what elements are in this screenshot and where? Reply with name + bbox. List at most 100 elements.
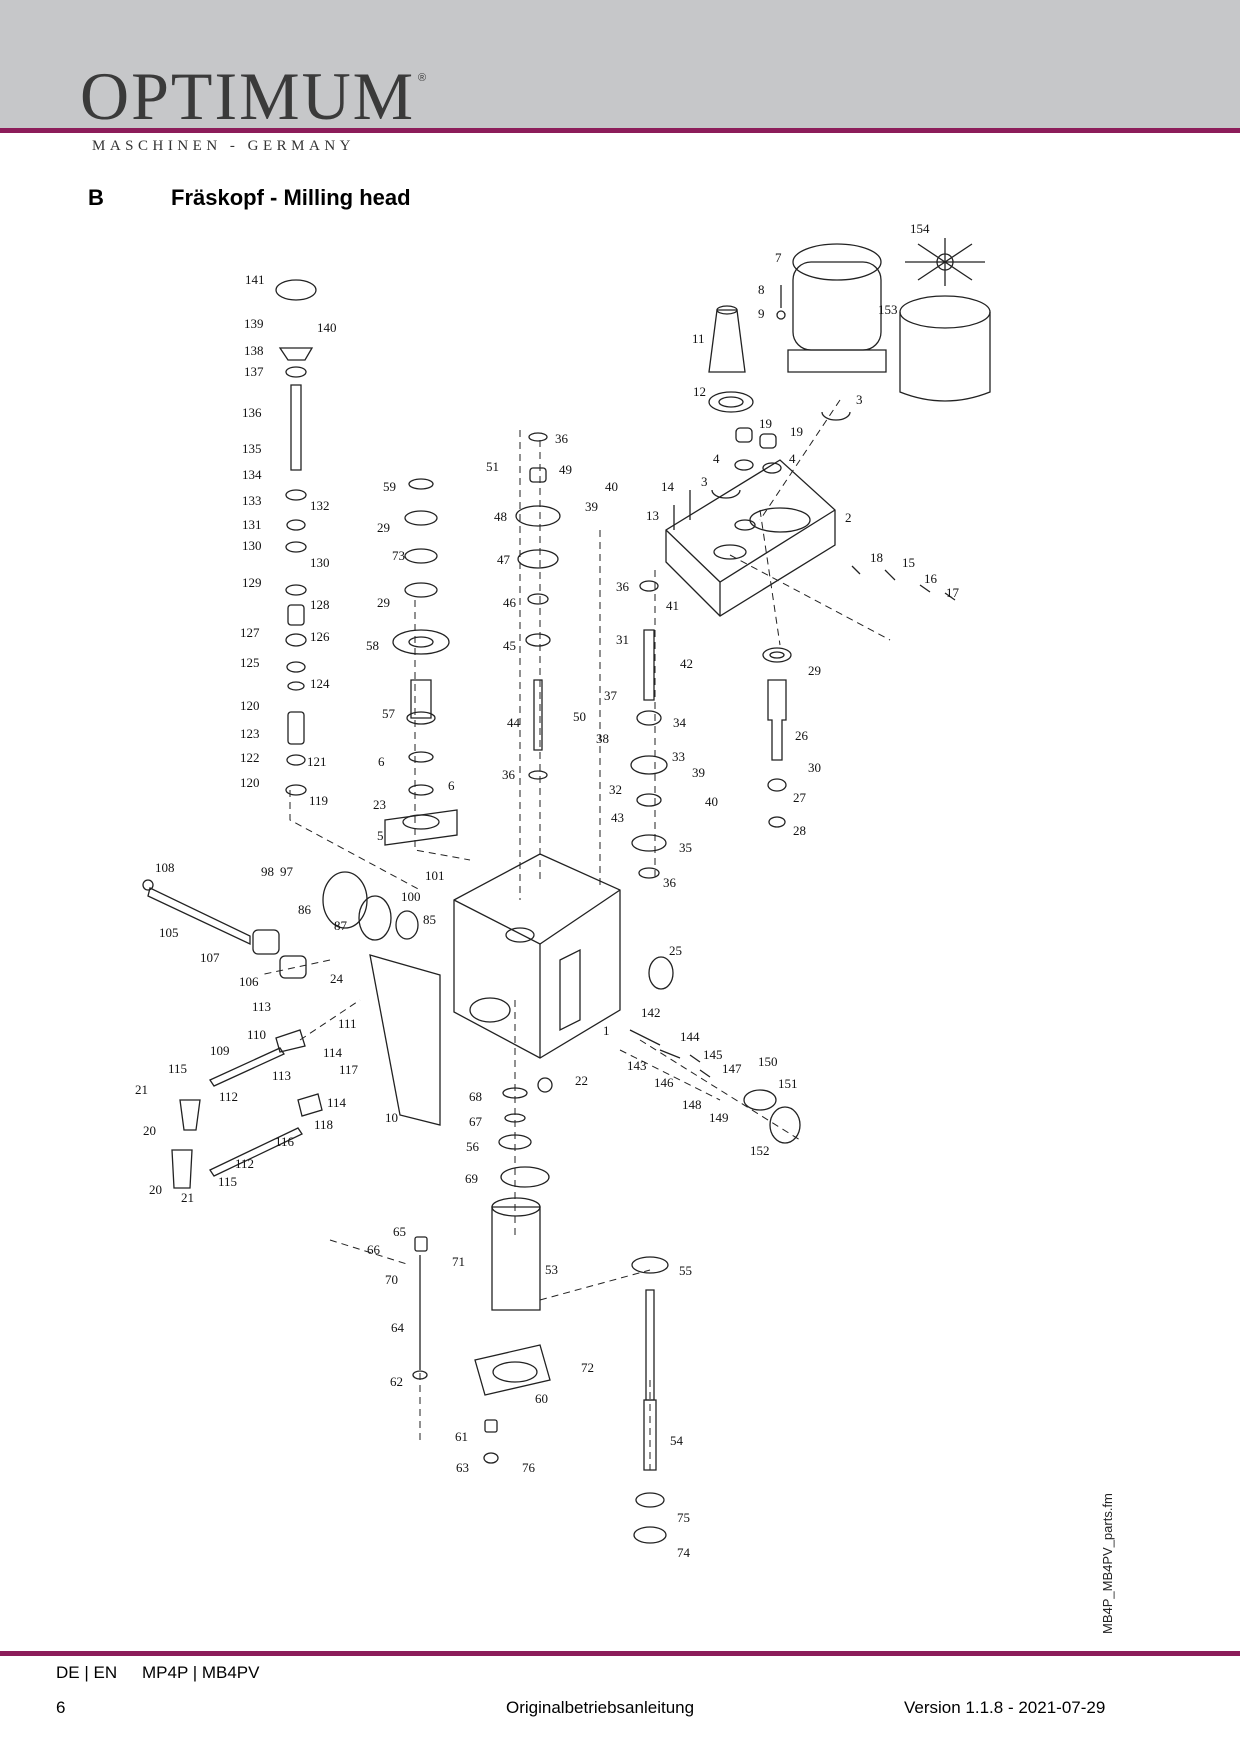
part-label: 5 (377, 828, 384, 843)
part-label: 36 (663, 875, 677, 890)
part-label: 124 (310, 676, 330, 691)
part-label: 21 (181, 1190, 194, 1205)
part-label: 46 (503, 595, 517, 610)
brand-tagline: MASCHINEN - GERMANY (92, 138, 356, 154)
part-label: 141 (245, 272, 265, 287)
part-label: 13 (646, 508, 659, 523)
part-label: 148 (682, 1097, 702, 1112)
part-label: 143 (627, 1058, 647, 1073)
part-label: 48 (494, 509, 507, 524)
brand-logo: OPTIMUM (80, 58, 416, 134)
part-label: 27 (793, 790, 807, 805)
part-label: 1 (603, 1023, 610, 1038)
part-label: 20 (143, 1123, 156, 1138)
part-label: 21 (135, 1082, 148, 1097)
part-label: 16 (924, 571, 938, 586)
section-letter: B (88, 185, 104, 210)
part-label: 17 (946, 585, 960, 600)
part-label: 37 (604, 688, 618, 703)
part-label: 101 (425, 868, 445, 883)
part-label: 126 (310, 629, 330, 644)
part-label: 25 (669, 943, 682, 958)
part-label: 140 (317, 320, 337, 335)
part-label: 60 (535, 1391, 548, 1406)
part-label: 128 (310, 597, 330, 612)
part-label: 130 (310, 555, 330, 570)
part-label: 131 (242, 517, 262, 532)
part-label: 74 (677, 1545, 691, 1560)
part-label: 6 (448, 778, 455, 793)
part-label: 145 (703, 1047, 723, 1062)
part-label: 87 (334, 918, 348, 933)
part-label: 133 (242, 493, 262, 508)
part-label: 23 (373, 797, 386, 812)
part-label: 127 (240, 625, 260, 640)
part-label: 109 (210, 1043, 230, 1058)
part-label: 12 (693, 384, 706, 399)
part-label: 139 (244, 316, 264, 331)
part-label: 108 (155, 860, 175, 875)
part-label: 49 (559, 462, 572, 477)
part-label: 34 (673, 715, 687, 730)
part-label: 10 (385, 1110, 398, 1125)
part-label: 63 (456, 1460, 469, 1475)
header-band (0, 0, 1240, 128)
part-label: 3 (701, 474, 708, 489)
part-label: 29 (808, 663, 821, 678)
part-label: 120 (240, 775, 260, 790)
part-label: 135 (242, 441, 262, 456)
part-label: 112 (235, 1156, 254, 1171)
part-label: 136 (242, 405, 262, 420)
part-label: 66 (367, 1242, 381, 1257)
part-label: 4 (789, 451, 796, 466)
part-label: 30 (808, 760, 821, 775)
part-label: 40 (605, 479, 618, 494)
footer-document: Originalbetriebsanleitung (506, 1698, 695, 1717)
part-label: 8 (758, 282, 765, 297)
part-label: 122 (240, 750, 260, 765)
part-label: 19 (759, 416, 772, 431)
part-label: 114 (323, 1045, 343, 1060)
part-label: 29 (377, 520, 390, 535)
part-label: 24 (330, 971, 344, 986)
page-number: 6 (56, 1698, 66, 1717)
part-label: 120 (240, 698, 260, 713)
part-label: 18 (870, 550, 883, 565)
part-label: 137 (244, 364, 264, 379)
part-label: 41 (666, 598, 679, 613)
part-label: 75 (677, 1510, 690, 1525)
part-label: 20 (149, 1182, 162, 1197)
part-label: 85 (423, 912, 436, 927)
part-label: 43 (611, 810, 624, 825)
part-label: 51 (486, 459, 499, 474)
part-label: 105 (159, 925, 179, 940)
part-label: 57 (382, 706, 396, 721)
part-label: 117 (339, 1062, 359, 1077)
part-label: 115 (168, 1061, 187, 1076)
part-label: 6 (378, 754, 385, 769)
part-label: 115 (218, 1174, 237, 1189)
part-label: 152 (750, 1143, 770, 1158)
part-label: 3 (856, 392, 863, 407)
part-label: 70 (385, 1272, 398, 1287)
part-label: 38 (596, 731, 609, 746)
part-label: 42 (680, 656, 693, 671)
part-label: 107 (200, 950, 220, 965)
part-label: 150 (758, 1054, 778, 1069)
part-label: 39 (692, 765, 705, 780)
footer-version: Version 1.1.8 - 2021-07-29 (904, 1698, 1106, 1717)
part-label: 36 (616, 579, 630, 594)
part-label: 121 (307, 754, 327, 769)
part-label: 29 (377, 595, 390, 610)
part-label: 59 (383, 479, 396, 494)
part-label: 19 (790, 424, 803, 439)
exploded-parts-diagram: 1 2 3 3 4 4 5 6 6 7 8 9 10 11 12 13 14 1… (135, 221, 991, 1560)
part-label: 68 (469, 1089, 482, 1104)
part-label: 118 (314, 1117, 333, 1132)
part-label: 138 (244, 343, 264, 358)
part-label: 69 (465, 1171, 478, 1186)
part-label: 111 (338, 1016, 357, 1031)
source-filename: MB4P_MB4PV_parts.fm (1100, 1493, 1115, 1634)
part-label: 32 (609, 782, 622, 797)
part-label: 86 (298, 902, 312, 917)
